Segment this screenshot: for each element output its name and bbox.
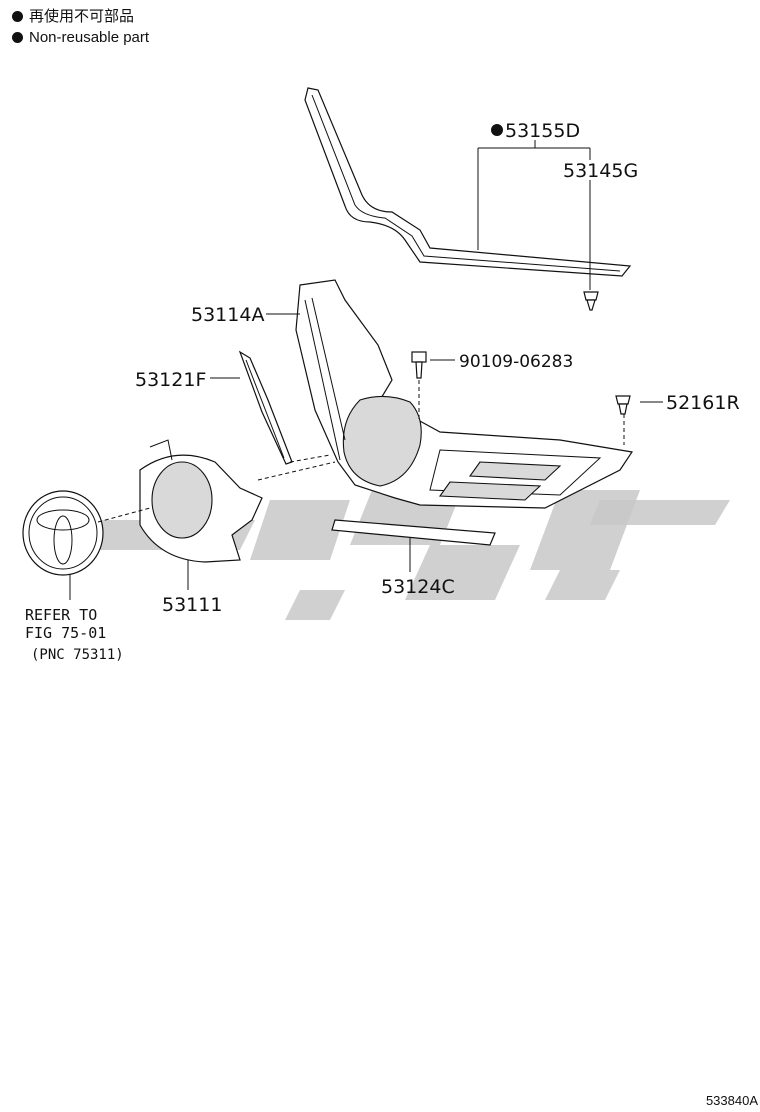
part-number-52161R: 52161R <box>666 392 740 414</box>
refer-line-1: REFER TO <box>25 606 97 624</box>
refer-line-2: FIG 75-01 <box>25 624 106 642</box>
lower-molding-53124C <box>331 519 496 546</box>
legend-text-en: Non-reusable part <box>29 29 150 46</box>
part-number-53155D: 53155D <box>505 120 580 142</box>
label-53155D: 53155D <box>491 120 580 142</box>
bullet-icon <box>12 32 23 43</box>
figure-code: 533840A <box>705 1093 758 1108</box>
side-molding-53121F <box>238 350 293 465</box>
part-number-53114A: 53114A <box>191 304 264 326</box>
legend-nonreusable-jp: 再使用不可部品 <box>12 8 134 26</box>
refer-line-3: (PNC 75311) <box>31 647 124 663</box>
grille-frame-53114A <box>295 279 634 509</box>
bolt-90109-06283 <box>411 351 427 379</box>
upper-molding-53155D <box>304 87 632 277</box>
part-number-53145G: 53145G <box>563 160 638 182</box>
bullet-icon <box>12 11 23 22</box>
part-number-90109-06283: 90109-06283 <box>459 352 573 372</box>
clip-53145G <box>583 291 599 311</box>
nonreusable-bullet-icon <box>491 124 503 136</box>
part-number-53124C: 53124C <box>381 576 455 598</box>
bracket-53111 <box>139 439 263 563</box>
refer-note: REFER TO FIG 75-01 (PNC 75311) <box>25 606 124 663</box>
emblem-toyota <box>22 490 104 576</box>
leader-lines <box>69 140 663 600</box>
part-number-53121F: 53121F <box>135 369 206 391</box>
part-number-53111: 53111 <box>162 594 222 616</box>
legend-text-jp: 再使用不可部品 <box>29 8 135 25</box>
clip-52161R <box>615 395 631 415</box>
legend-nonreusable-en: Non-reusable part <box>12 29 149 47</box>
